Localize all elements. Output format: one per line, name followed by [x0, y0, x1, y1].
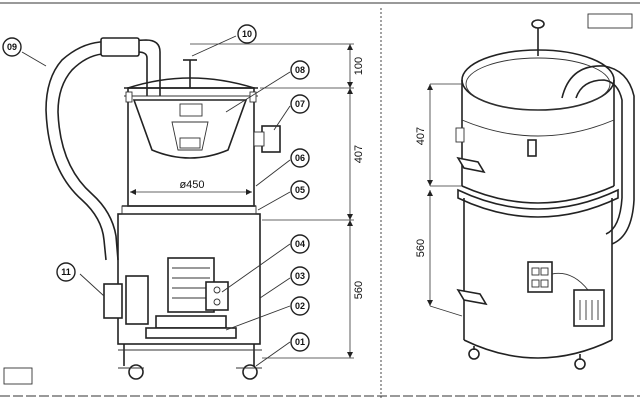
iso-hose-inner — [575, 79, 623, 235]
hose-inlet-tube — [125, 275, 149, 325]
iso-mid-band — [457, 188, 619, 218]
iso-switch-2 — [540, 267, 549, 276]
svg-text:06: 06 — [295, 153, 305, 163]
iso-wheel-left — [468, 348, 480, 360]
upper-height-label: 407 — [353, 145, 365, 163]
iso-lower-bottom — [463, 339, 613, 359]
callout-01: 01 — [290, 332, 310, 352]
leader-11 — [79, 273, 105, 297]
svg-text:01: 01 — [295, 337, 305, 347]
filter-bowl — [132, 99, 248, 159]
terminal-knob-1 — [213, 286, 221, 294]
wheel-left — [128, 364, 144, 380]
leader-08 — [225, 71, 291, 113]
terminal-knob-2 — [213, 298, 221, 306]
svg-text:07: 07 — [295, 99, 305, 109]
hose-outer — [45, 39, 161, 261]
leader-06 — [255, 159, 291, 187]
callout-03: 03 — [290, 266, 310, 286]
leader-09 — [21, 51, 47, 67]
callout-04: 04 — [290, 234, 310, 254]
front-view: ø450 100 407 — [2, 24, 365, 380]
drum-base-band — [121, 205, 257, 215]
hose-coupling — [100, 37, 140, 57]
side-port — [261, 125, 281, 153]
leader-03 — [259, 277, 291, 299]
iso-wheel-right — [574, 358, 586, 370]
title-box-left — [3, 367, 33, 385]
iso-clamp-upper — [456, 156, 486, 174]
callout-02: 02 — [290, 296, 310, 316]
iso-lid-knob — [531, 19, 545, 29]
svg-text:05: 05 — [295, 185, 305, 195]
leader-05 — [257, 191, 291, 211]
lid-height-label: 100 — [353, 57, 365, 75]
title-box-right — [587, 13, 633, 29]
iso-dim-arrows — [427, 84, 433, 306]
filter-outlet — [179, 137, 201, 149]
svg-text:02: 02 — [295, 301, 305, 311]
fan-housing — [155, 315, 227, 329]
filter-body — [171, 121, 209, 151]
callout-07: 07 — [290, 94, 310, 114]
iso-switch-3 — [531, 279, 540, 288]
svg-text:08: 08 — [295, 65, 305, 75]
clamp-left — [125, 91, 133, 103]
callout-10: 10 — [237, 24, 257, 44]
iso-front-latch — [527, 139, 537, 157]
iso-lower-height-label: 560 — [415, 239, 427, 257]
iso-lid-inner — [465, 57, 611, 111]
leader-04 — [221, 243, 291, 293]
iso-hose-outer — [561, 65, 635, 245]
iso-lid-ellipse — [461, 49, 615, 111]
side-box — [103, 283, 123, 319]
side-port-flange — [253, 131, 265, 147]
leader-01 — [255, 341, 291, 367]
filter-inlet — [179, 103, 203, 117]
leader-10 — [191, 35, 237, 57]
callout-08: 08 — [290, 60, 310, 80]
svg-text:03: 03 — [295, 271, 305, 281]
fan-base — [145, 327, 237, 339]
callout-05: 05 — [290, 180, 310, 200]
diameter-label: ø450 — [179, 179, 204, 191]
iso-dim-ext-bottom — [429, 305, 463, 317]
iso-control-box — [527, 261, 553, 293]
iso-clamp-lower — [456, 288, 488, 306]
iso-cable — [551, 272, 589, 291]
svg-text:10: 10 — [242, 29, 252, 39]
lower-height-label: 560 — [353, 281, 365, 299]
wheel-right — [242, 364, 258, 380]
iso-view: 407 560 — [415, 19, 635, 370]
callout-06: 06 — [290, 148, 310, 168]
iso-plug-box — [573, 289, 605, 327]
iso-upper-bottom — [461, 185, 615, 204]
iso-switch-1 — [531, 267, 540, 276]
iso-side-port — [455, 127, 465, 143]
svg-text:11: 11 — [61, 267, 71, 277]
leader-07 — [273, 105, 291, 131]
leader-02 — [225, 305, 291, 331]
iso-upper-height-label: 407 — [415, 127, 427, 145]
svg-text:04: 04 — [295, 239, 305, 249]
callout-09: 09 — [2, 37, 22, 57]
svg-text:09: 09 — [7, 42, 17, 52]
motor-terminal-box — [205, 281, 229, 311]
iso-upper-band — [461, 119, 615, 137]
iso-switch-4 — [540, 279, 549, 288]
callout-11: 11 — [56, 262, 76, 282]
